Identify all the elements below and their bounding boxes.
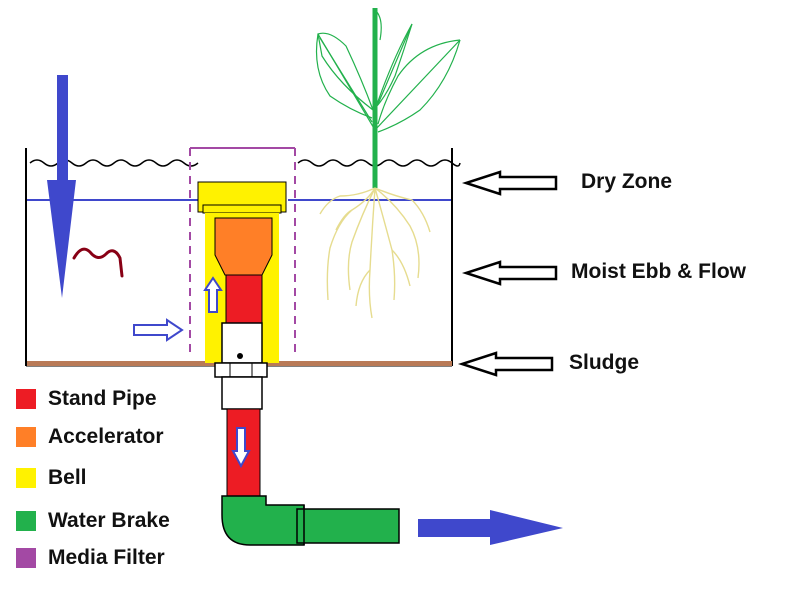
legend-item-bell: Bell [16,466,87,490]
outflow-arrow [418,510,563,545]
accelerator [214,217,273,276]
plant-roots [319,187,431,319]
legend-label-accelerator: Accelerator [48,425,164,448]
legend-swatch-stand-pipe [16,389,36,409]
siphon-flow-up-arrow [203,276,223,313]
legend-item-accelerator: Accelerator [16,425,164,449]
moist-zone-pointer [461,260,558,286]
legend-swatch-bell [16,468,36,488]
legend-swatch-accelerator [16,427,36,447]
inflow-arrow [47,75,76,298]
stand-pipe-upper [225,274,263,324]
dry-zone-label: Dry Zone [581,170,673,193]
worm [72,247,124,278]
sludge-label: Sludge [569,351,640,374]
legend-item-water-brake: Water Brake [16,509,170,533]
legend-label-media-filter: Media Filter [48,546,165,569]
legend-label-bell: Bell [48,466,87,489]
media-surface-line [29,159,461,167]
legend-swatch-water-brake [16,511,36,531]
siphon-flow-down-arrow [231,427,251,469]
pipe-coupler [214,322,268,410]
moist-zone-label: Moist Ebb & Flow [571,260,746,283]
legend-label-stand-pipe: Stand Pipe [48,387,157,410]
legend-label-water-brake: Water Brake [48,509,170,532]
media-filter [189,147,296,356]
legend-item-stand-pipe: Stand Pipe [16,387,157,411]
dry-zone-pointer [461,170,558,196]
sludge-pointer [457,351,554,377]
legend-item-media-filter: Media Filter [16,546,165,570]
water-brake [221,495,400,546]
legend-swatch-media-filter [16,548,36,568]
media-inflow-arrow [133,318,184,342]
plant [315,8,461,188]
